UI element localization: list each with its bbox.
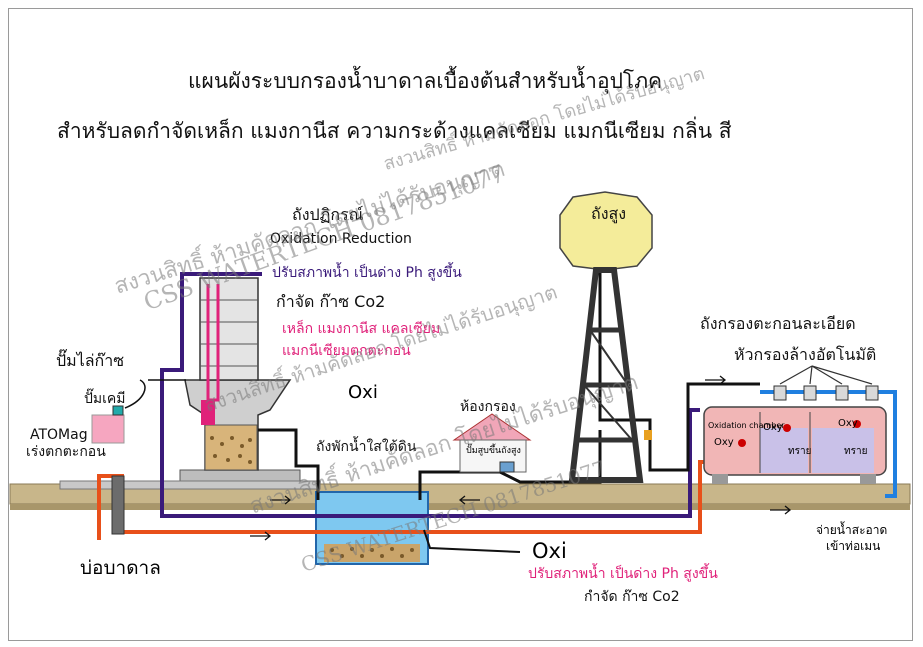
- label-oxy-b: Oxy: [763, 422, 783, 433]
- label-air-pump: ปั๊มไล่ก๊าซ: [56, 351, 125, 370]
- fine-filter-tanks: [703, 406, 887, 484]
- label-oxidation-reduction: Oxidation Reduction: [270, 231, 412, 247]
- oxidation-reactor: [184, 277, 292, 471]
- label-well: บ่อบาดาล: [80, 557, 161, 579]
- well-casing: [111, 475, 125, 535]
- navy-pipe: [160, 272, 700, 518]
- label-supply-line1: จ่ายน้ำสะอาด: [816, 523, 888, 537]
- chem-pump-body: [112, 405, 124, 416]
- blue-pipe: [760, 390, 897, 498]
- label-oxi: Oxi: [348, 382, 378, 403]
- filter-room: [452, 413, 532, 473]
- label-high-tank: ถังสูง: [591, 204, 627, 223]
- diagram-frame: [8, 8, 913, 641]
- label-atomag: ATOMag: [30, 427, 88, 443]
- label-oxidation-tank: ถังปฏิกรณ์: [292, 205, 364, 224]
- label-chem-pump: ปั๊มเคมี: [84, 391, 126, 407]
- label-clear-tank: ถังพักน้ำใสใต้ดิน: [316, 439, 417, 455]
- pink-pipe: [206, 284, 220, 402]
- label-remove-co2: กำจัด ก๊าซ Co2: [276, 292, 386, 311]
- label-fine-filter: ถังกรองตะกอนละเอียด: [700, 314, 856, 333]
- label-oxi-bottom: Oxi: [532, 539, 567, 563]
- label-iron-line1: เหล็ก แมงกานีส แคลเซียม: [282, 321, 441, 337]
- label-iron-line2: แมกนีเซียมตกตะกอน: [282, 343, 411, 359]
- label-pump-up: ปั๊มสูบขึ้นถังสูง: [466, 446, 521, 456]
- label-sand-a: ทราย: [788, 446, 812, 457]
- diagram-subtitle: สำหรับลดกำจัดเหล็ก แมงกานีส ความกระด้างแ…: [57, 119, 732, 143]
- black-pipe-tower: [598, 248, 760, 472]
- water-tower: [559, 191, 653, 483]
- label-oxy-c: Oxy: [838, 418, 858, 429]
- label-oxidation-chamber: Oxidation chamber: [708, 421, 785, 430]
- label-filter-room: ห้องกรอง: [460, 399, 516, 415]
- label-remove-co2-bottom: กำจัด ก๊าซ Co2: [584, 589, 680, 605]
- atomag-unit: [91, 414, 125, 444]
- label-sand-b: ทราย: [844, 446, 868, 457]
- underground-clear-tank: [315, 491, 429, 565]
- label-adjust-ph: ปรับสภาพน้ำ เป็นด่าง Ph สูงขึ้น: [272, 265, 462, 281]
- label-adjust-ph-bottom: ปรับสภาพน้ำ เป็นด่าง Ph สูงขึ้น: [528, 566, 718, 582]
- black-pipe-reactor: [258, 428, 320, 500]
- black-pipe-oxi: [423, 529, 521, 553]
- label-auto-head: หัวกรองล้างอัตโนมัติ: [734, 345, 877, 364]
- label-supply-line2: เข้าท่อเมน: [826, 539, 881, 553]
- label-oxy-a: Oxy: [714, 437, 734, 448]
- diagram-title: แผนผังระบบกรองน้ำบาดาลเบื้องต้นสำหรับน้ำ…: [188, 69, 663, 93]
- black-pipe-tank: [418, 430, 602, 500]
- auto-valve-heads: [773, 385, 879, 401]
- label-sediment-accel: เร่งตกตะกอน: [26, 444, 106, 460]
